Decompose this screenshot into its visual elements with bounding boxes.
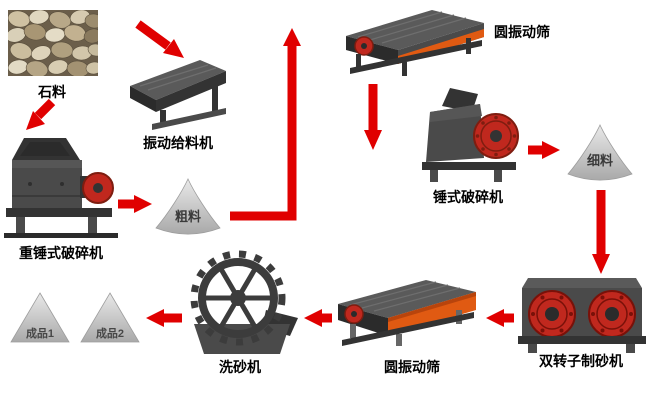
sand-maker-label: 双转子制砂机 xyxy=(539,353,623,369)
rotor-wheel-left xyxy=(528,290,576,338)
stone-label: 石料 xyxy=(38,84,66,100)
arrow-coarse-to-screen-top xyxy=(230,28,301,221)
coarse-pile-illustration xyxy=(155,178,221,235)
hammer-crusher-illustration xyxy=(422,88,519,182)
product-1-label: 成品1 xyxy=(25,328,55,340)
heavy-hammer-crusher-label: 重锤式破碎机 xyxy=(19,245,103,261)
circular-vibrating-screen-bottom-machine xyxy=(330,274,482,356)
rotor-wheel-right xyxy=(588,290,636,338)
product-2-pile: 成品2 xyxy=(78,290,142,346)
circular-screen-bottom-illustration xyxy=(338,280,476,346)
arrow-screen-top-to-hammer-crusher xyxy=(364,84,382,150)
fine-material-label: 细料 xyxy=(586,153,613,168)
circular-screen-bottom-label: 圆振动筛 xyxy=(384,359,440,375)
double-rotor-sand-maker-machine xyxy=(518,274,646,354)
coarse-material-label: 粗料 xyxy=(174,209,201,224)
product-1-illustration xyxy=(10,292,70,343)
vibrating-feeder-label: 振动给料机 xyxy=(143,135,213,151)
sand-washer-machine xyxy=(184,250,302,358)
product-2-label: 成品2 xyxy=(95,328,125,340)
arrow-washer-to-products xyxy=(146,309,182,327)
heavy-hammer-crusher-illustration xyxy=(4,138,118,238)
fine-pile-illustration xyxy=(567,124,633,181)
arrow-stone-to-heavy-crusher xyxy=(26,98,56,130)
arrow-stone-to-feeder xyxy=(135,20,184,58)
coarse-material-pile: 粗料 xyxy=(152,176,224,236)
sand-washer-label: 洗砂机 xyxy=(219,359,261,375)
sand-washer-illustration xyxy=(190,250,298,354)
arrow-heavy-crusher-to-coarse xyxy=(118,195,152,213)
arrow-hammer-crusher-to-fine xyxy=(528,141,560,159)
product-1-pile: 成品1 xyxy=(8,290,72,346)
heavy-hammer-crusher-machine xyxy=(4,136,118,240)
washer-bucket-wheel xyxy=(190,250,286,346)
vibrating-feeder-machine xyxy=(126,56,234,130)
circular-screen-top-illustration xyxy=(346,10,484,76)
fine-material-pile: 细料 xyxy=(564,122,636,182)
product-2-illustration xyxy=(80,292,140,343)
arrow-fine-to-sand-maker xyxy=(592,190,610,274)
arrow-sand-maker-to-screen-bottom xyxy=(486,309,514,327)
hammer-crusher-machine xyxy=(416,86,522,186)
arrow-screen-bottom-to-washer xyxy=(304,309,332,327)
hammer-crusher-label: 锤式破碎机 xyxy=(433,189,503,205)
stone-material-photo xyxy=(8,10,98,76)
circular-vibrating-screen-top-machine xyxy=(338,4,490,84)
circular-screen-top-label: 圆振动筛 xyxy=(494,24,550,40)
sand-maker-illustration xyxy=(518,278,646,353)
pebbles-image xyxy=(8,10,98,76)
vibrating-feeder-illustration xyxy=(130,60,226,130)
